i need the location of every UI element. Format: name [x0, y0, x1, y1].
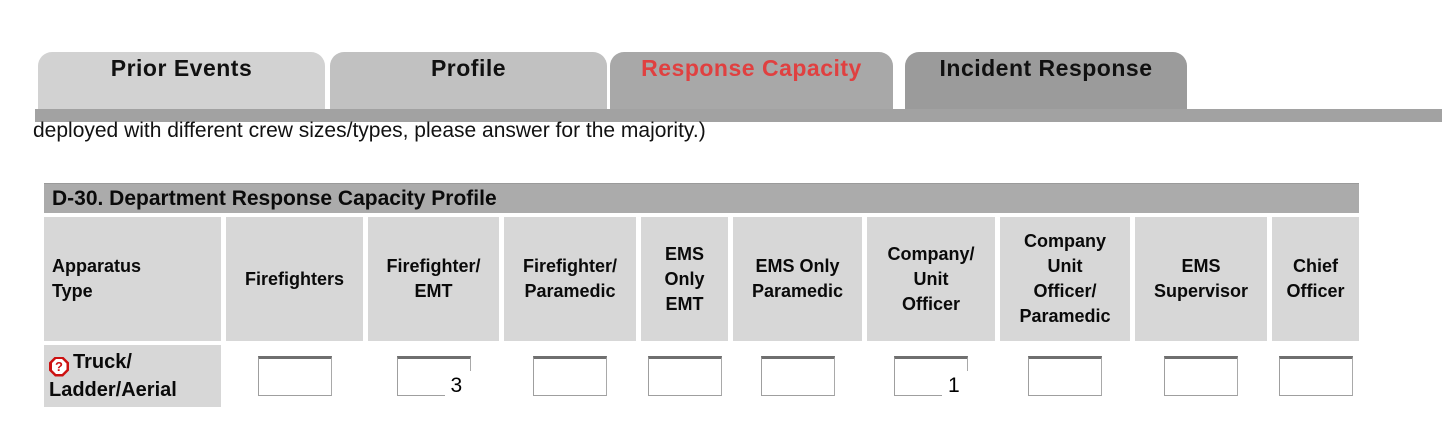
- tab-label: Prior Events: [110, 55, 253, 81]
- table-title: D-30. Department Response Capacity Profi…: [44, 183, 1359, 213]
- cell-ems-only-paramedic: [733, 345, 862, 407]
- cell-firefighters: [226, 345, 363, 407]
- response-capacity-table: D-30. Department Response Capacity Profi…: [44, 183, 1359, 407]
- input-value: 1: [942, 371, 978, 401]
- input-company-unit-officer-paramedic[interactable]: [1028, 356, 1102, 396]
- input-firefighters[interactable]: [257, 356, 332, 396]
- question-mark-icon: ?: [51, 359, 67, 374]
- input-ems-only-paramedic[interactable]: [760, 356, 835, 396]
- tab-profile[interactable]: Profile: [330, 52, 607, 109]
- intro-text: deployed with different crew sizes/types…: [33, 119, 706, 142]
- cell-firefighter-emt: 3: [368, 345, 499, 407]
- column-header-ems-supervisor: EMS Supervisor: [1135, 217, 1267, 341]
- cell-ems-only-emt: [641, 345, 728, 407]
- column-header-company-unit-officer: Company/ Unit Officer: [867, 217, 995, 341]
- tab-label: Incident Response: [939, 55, 1153, 81]
- input-ems-supervisor[interactable]: [1164, 356, 1238, 396]
- table-row: ?Truck/ Ladder/Aerial 3: [44, 345, 1359, 407]
- column-header-firefighters: Firefighters: [226, 217, 363, 341]
- cell-ems-supervisor: [1135, 345, 1267, 407]
- cell-chief-officer: [1272, 345, 1359, 407]
- cell-firefighter-paramedic: [504, 345, 636, 407]
- cell-company-unit-officer-paramedic: [1000, 345, 1130, 407]
- input-firefighter-paramedic[interactable]: [533, 356, 607, 396]
- tab-label: Response Capacity: [641, 55, 862, 81]
- table-header-row: Apparatus Type Firefighters Firefighter/…: [44, 217, 1359, 341]
- tab-incident-response[interactable]: Incident Response: [905, 52, 1187, 109]
- input-chief-officer[interactable]: [1278, 356, 1353, 396]
- row-label: Truck/ Ladder/Aerial: [49, 351, 177, 401]
- help-icon[interactable]: ?: [49, 356, 69, 377]
- column-header-chief-officer: Chief Officer: [1272, 217, 1359, 341]
- row-header-truck-ladder-aerial: ?Truck/ Ladder/Aerial: [44, 345, 221, 407]
- column-header-firefighter-paramedic: Firefighter/ Paramedic: [504, 217, 636, 341]
- tab-label: Profile: [430, 55, 507, 81]
- cell-company-unit-officer: 1: [867, 345, 995, 407]
- column-header-firefighter-emt: Firefighter/ EMT: [368, 217, 499, 341]
- column-header-company-unit-officer-paramedic: Company Unit Officer/ Paramedic: [1000, 217, 1130, 341]
- tab-underline-bar: [35, 109, 1442, 122]
- tab-response-capacity[interactable]: Response Capacity: [610, 52, 893, 109]
- tab-prior-events[interactable]: Prior Events: [38, 52, 325, 109]
- column-header-apparatus-type: Apparatus Type: [44, 217, 221, 341]
- column-header-ems-only-emt: EMS Only EMT: [641, 217, 728, 341]
- column-header-ems-only-paramedic: EMS Only Paramedic: [733, 217, 862, 341]
- input-value: 3: [444, 371, 481, 401]
- input-ems-only-emt[interactable]: [647, 356, 722, 396]
